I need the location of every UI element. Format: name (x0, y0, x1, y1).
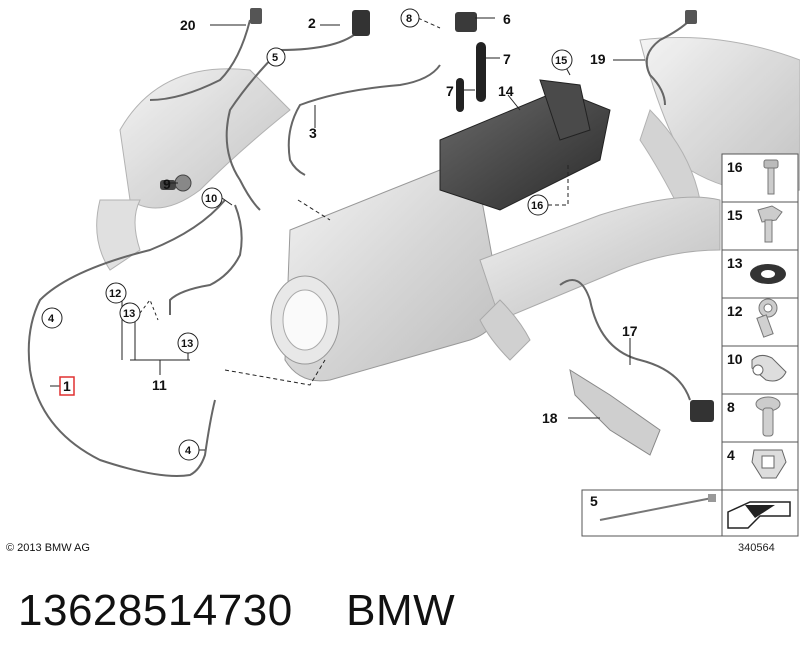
callout-5-circle: 5 (266, 47, 286, 67)
legend-item-12: 12 (727, 303, 743, 319)
banjo-bolt-12-icon (756, 298, 778, 338)
callout-9: 9 (163, 176, 171, 192)
bracket-18 (569, 368, 661, 456)
callout-16: 16 (531, 200, 543, 212)
callout-20: 20 (180, 17, 196, 33)
brand-name: BMW (346, 586, 456, 635)
callout-15-circle: 15 (551, 49, 573, 71)
small-parts-legend: 16 15 13 12 10 8 4 (581, 153, 799, 537)
nox-sensor-plug-17 (690, 400, 714, 422)
callout-11: 11 (152, 377, 167, 393)
callout-13-left-circle: 13 (119, 302, 141, 324)
callout-2: 2 (308, 15, 316, 31)
clip-10-icon (751, 354, 787, 382)
arrow-symbol-icon (727, 501, 791, 529)
diagram-reference-number: 340564 (738, 542, 775, 554)
legend-item-4: 4 (727, 447, 735, 463)
callout-15: 15 (555, 55, 567, 67)
sensor-19-plug (685, 10, 697, 24)
callout-6: 6 (503, 11, 511, 27)
callout-12-circle: 12 (105, 282, 127, 304)
callout-labels: 20 2 5 3 8 6 7 7 14 15 19 9 10 16 4 (41, 8, 638, 461)
washer-13-icon (750, 264, 786, 284)
callout-1: 1 (63, 378, 71, 394)
callout-13-left: 13 (123, 308, 135, 320)
legend-item-10: 10 (727, 351, 743, 367)
legend-item-16: 16 (727, 159, 743, 175)
sensor-bracket (439, 79, 611, 211)
callout-18: 18 (542, 410, 558, 426)
callout-13-right: 13 (181, 338, 193, 350)
clip-4-icon (751, 449, 787, 479)
hose-7-lower (456, 78, 464, 112)
callout-3: 3 (309, 125, 317, 141)
sensor-20-plug (250, 8, 262, 24)
screw-8-icon (755, 396, 781, 437)
callout-1-highlight: 1 (59, 376, 75, 396)
cable-tie-5-icon (599, 494, 716, 521)
callout-13-right-circle: 13 (177, 332, 199, 354)
callout-7-lower: 7 (446, 83, 454, 99)
legend-item-5: 5 (590, 493, 598, 509)
callout-8: 8 (406, 13, 412, 25)
sensor-parts (160, 8, 714, 422)
hose-7-upper (476, 42, 486, 102)
legend-item-15: 15 (727, 207, 743, 223)
callout-4-upper-circle: 4 (41, 307, 63, 329)
callout-17: 17 (622, 323, 638, 339)
callout-4-upper: 4 (48, 313, 55, 325)
pressure-sensor-6 (455, 12, 477, 32)
callout-8-circle: 8 (400, 8, 420, 28)
sensor-2-connector (352, 10, 370, 36)
callout-4-lower: 4 (185, 445, 192, 457)
legend-item-13: 13 (727, 255, 743, 271)
callout-16-circle: 16 (527, 194, 549, 216)
sensor-cables (27, 19, 691, 477)
callout-12: 12 (109, 288, 121, 300)
part-number: 13628514730 (18, 586, 293, 635)
part-caption: 13628514730 BMW (18, 586, 455, 636)
copyright-notice: © 2013 BMW AG (6, 542, 90, 554)
callout-5: 5 (272, 52, 278, 64)
callout-4-lower-circle: 4 (178, 439, 200, 461)
legend-item-8: 8 (727, 399, 735, 415)
callout-7-upper: 7 (503, 51, 511, 67)
callout-19: 19 (590, 51, 606, 67)
bolt-15-icon (757, 205, 783, 243)
callout-10-circle: 10 (201, 187, 223, 209)
callout-10: 10 (205, 193, 217, 205)
callout-14: 14 (498, 83, 514, 99)
bolt-16-icon (763, 159, 779, 195)
